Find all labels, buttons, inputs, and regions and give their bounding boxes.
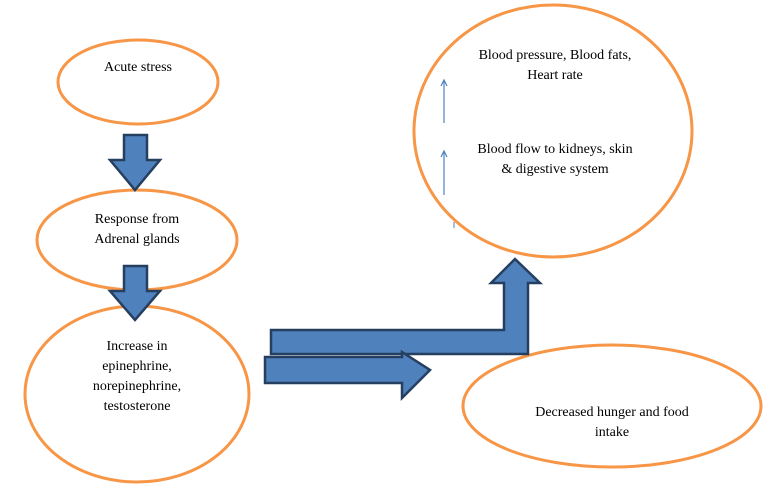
ellipse-acute-stress	[56, 38, 220, 126]
label-cardio-line-2: Blood flow to kidneys, skin & digestive …	[477, 142, 633, 177]
down-arrow-2	[107, 264, 163, 322]
label-adrenal-response: Response from Adrenal glands	[94, 212, 180, 247]
label-cardio-line-1: Blood pressure, Blood fats, Heart rate	[478, 48, 632, 83]
right-arrow	[263, 349, 432, 402]
down-arrow-1	[107, 133, 163, 192]
up-indicator-arrow-2	[440, 149, 448, 195]
bent-up-arrow	[269, 257, 544, 356]
up-indicator-arrow-1	[440, 78, 448, 123]
label-acute-stress: Acute stress	[103, 60, 173, 75]
ellipse-cardio-effects	[412, 3, 694, 259]
label-hunger-decrease: Decreased hunger and food intake	[535, 405, 689, 440]
label-hormone-increase: Increase in epinephrine, norepinephrine,…	[92, 339, 182, 414]
ellipse-hunger-decrease	[461, 343, 763, 469]
